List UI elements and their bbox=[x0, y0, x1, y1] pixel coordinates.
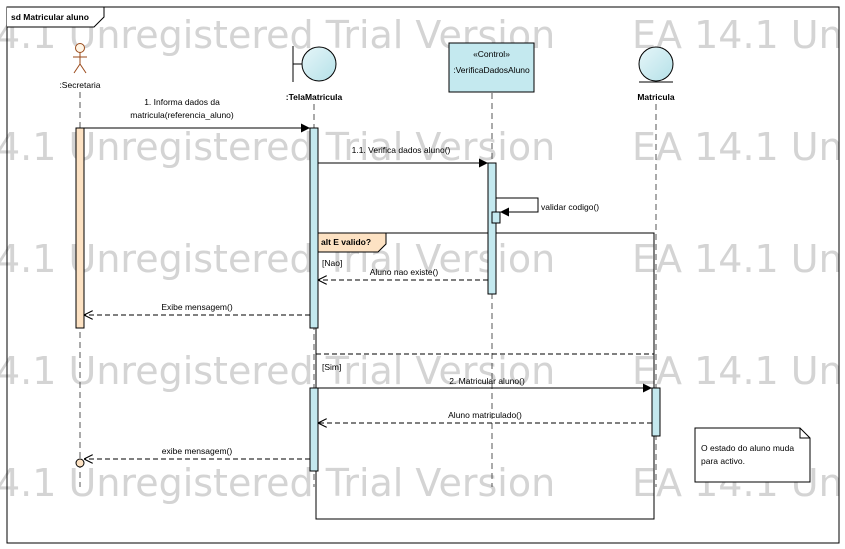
actor-icon bbox=[73, 43, 87, 74]
note-box bbox=[694, 427, 811, 483]
message-aluno-matriculado[interactable]: Aluno matriculado() bbox=[318, 410, 652, 423]
frame-title: sd Matricular aluno bbox=[11, 12, 89, 22]
message-label: Exibe mensagem() bbox=[161, 302, 233, 312]
message-label: matricula(referencia_aluno) bbox=[130, 110, 234, 120]
message-exibe-mensagem-1[interactable]: Exibe mensagem() bbox=[84, 302, 310, 315]
message-label: exibe mensagem() bbox=[162, 446, 233, 456]
message-label: 2. Matricular aluno() bbox=[449, 376, 525, 386]
watermark-text: EA 14.1 Unr bbox=[632, 13, 845, 57]
watermark-text: EA 14.1 Unr bbox=[632, 237, 845, 281]
participant-stereotype: «Control» bbox=[473, 49, 510, 59]
watermark-text: 4.1 Unregistered Trial Version bbox=[0, 461, 555, 505]
activation-self-call bbox=[491, 211, 501, 224]
activation-tela-2 bbox=[309, 387, 319, 472]
message-self-validar[interactable]: validar codigo() bbox=[496, 197, 599, 217]
watermark: 4.1 Unregistered Trial Version EA 14.1 U… bbox=[0, 13, 845, 505]
frame-title-tab bbox=[7, 6, 105, 28]
participant-label: :Secretaria bbox=[59, 80, 100, 90]
note-fold bbox=[799, 428, 810, 439]
watermark-text: 4.1 Unregistered Trial Version bbox=[0, 349, 555, 393]
message-label: 1.1. Verifica dados aluno() bbox=[352, 145, 451, 155]
activation-secretaria bbox=[75, 127, 85, 329]
watermark-text: 4.1 Unregistered Trial Version bbox=[0, 237, 555, 281]
alt-fragment: alt E valido? [Nao] [Sim] bbox=[315, 232, 655, 520]
participant-matricula[interactable]: Matricula bbox=[637, 46, 675, 102]
watermark-text: EA 14.1 Unr bbox=[632, 349, 845, 393]
participant-tela[interactable]: :TelaMatricula bbox=[286, 46, 343, 102]
message-1-1[interactable]: 1.1. Verifica dados aluno() bbox=[318, 145, 488, 168]
fragment-label: alt E valido? bbox=[321, 237, 371, 247]
diagram-frame bbox=[6, 6, 840, 544]
note[interactable]: O estado do aluno muda para activo. bbox=[694, 427, 811, 483]
message-label: validar codigo() bbox=[541, 202, 599, 212]
message-exibe-mensagem-2[interactable]: exibe mensagem() bbox=[84, 446, 310, 459]
participant-secretaria[interactable]: :Secretaria bbox=[59, 43, 101, 91]
activation-control bbox=[487, 162, 497, 295]
participant-control[interactable]: «Control» :VerificaDadosAluno bbox=[448, 42, 535, 93]
message-aluno-nao-existe[interactable]: Aluno nao existe() bbox=[318, 267, 488, 280]
fragment-box bbox=[315, 232, 655, 520]
boundary-icon bbox=[292, 46, 337, 82]
activation-secretaria-end bbox=[75, 458, 85, 468]
participant-label: :VerificaDadosAluno bbox=[453, 65, 530, 75]
participant-label: Matricula bbox=[637, 92, 675, 102]
watermark-text: EA 14.1 Unr bbox=[632, 125, 845, 169]
note-text: O estado do aluno muda bbox=[701, 443, 794, 453]
message-1[interactable]: 1. Informa dados da matricula(referencia… bbox=[84, 97, 310, 133]
message-label: Aluno matriculado() bbox=[448, 410, 522, 420]
message-label: Aluno nao existe() bbox=[370, 267, 439, 277]
participant-label: :TelaMatricula bbox=[286, 92, 343, 102]
message-2[interactable]: 2. Matricular aluno() bbox=[318, 376, 652, 393]
note-text: para activo. bbox=[701, 456, 745, 466]
guard-nao: [Nao] bbox=[322, 258, 342, 268]
message-label: 1. Informa dados da bbox=[144, 97, 220, 107]
activation-matricula bbox=[651, 387, 661, 437]
watermark-text: 4.1 Unregistered Trial Version bbox=[0, 125, 555, 169]
activation-tela bbox=[309, 127, 319, 329]
guard-sim: [Sim] bbox=[322, 362, 341, 372]
participant-box bbox=[448, 42, 535, 93]
entity-icon bbox=[638, 46, 674, 83]
